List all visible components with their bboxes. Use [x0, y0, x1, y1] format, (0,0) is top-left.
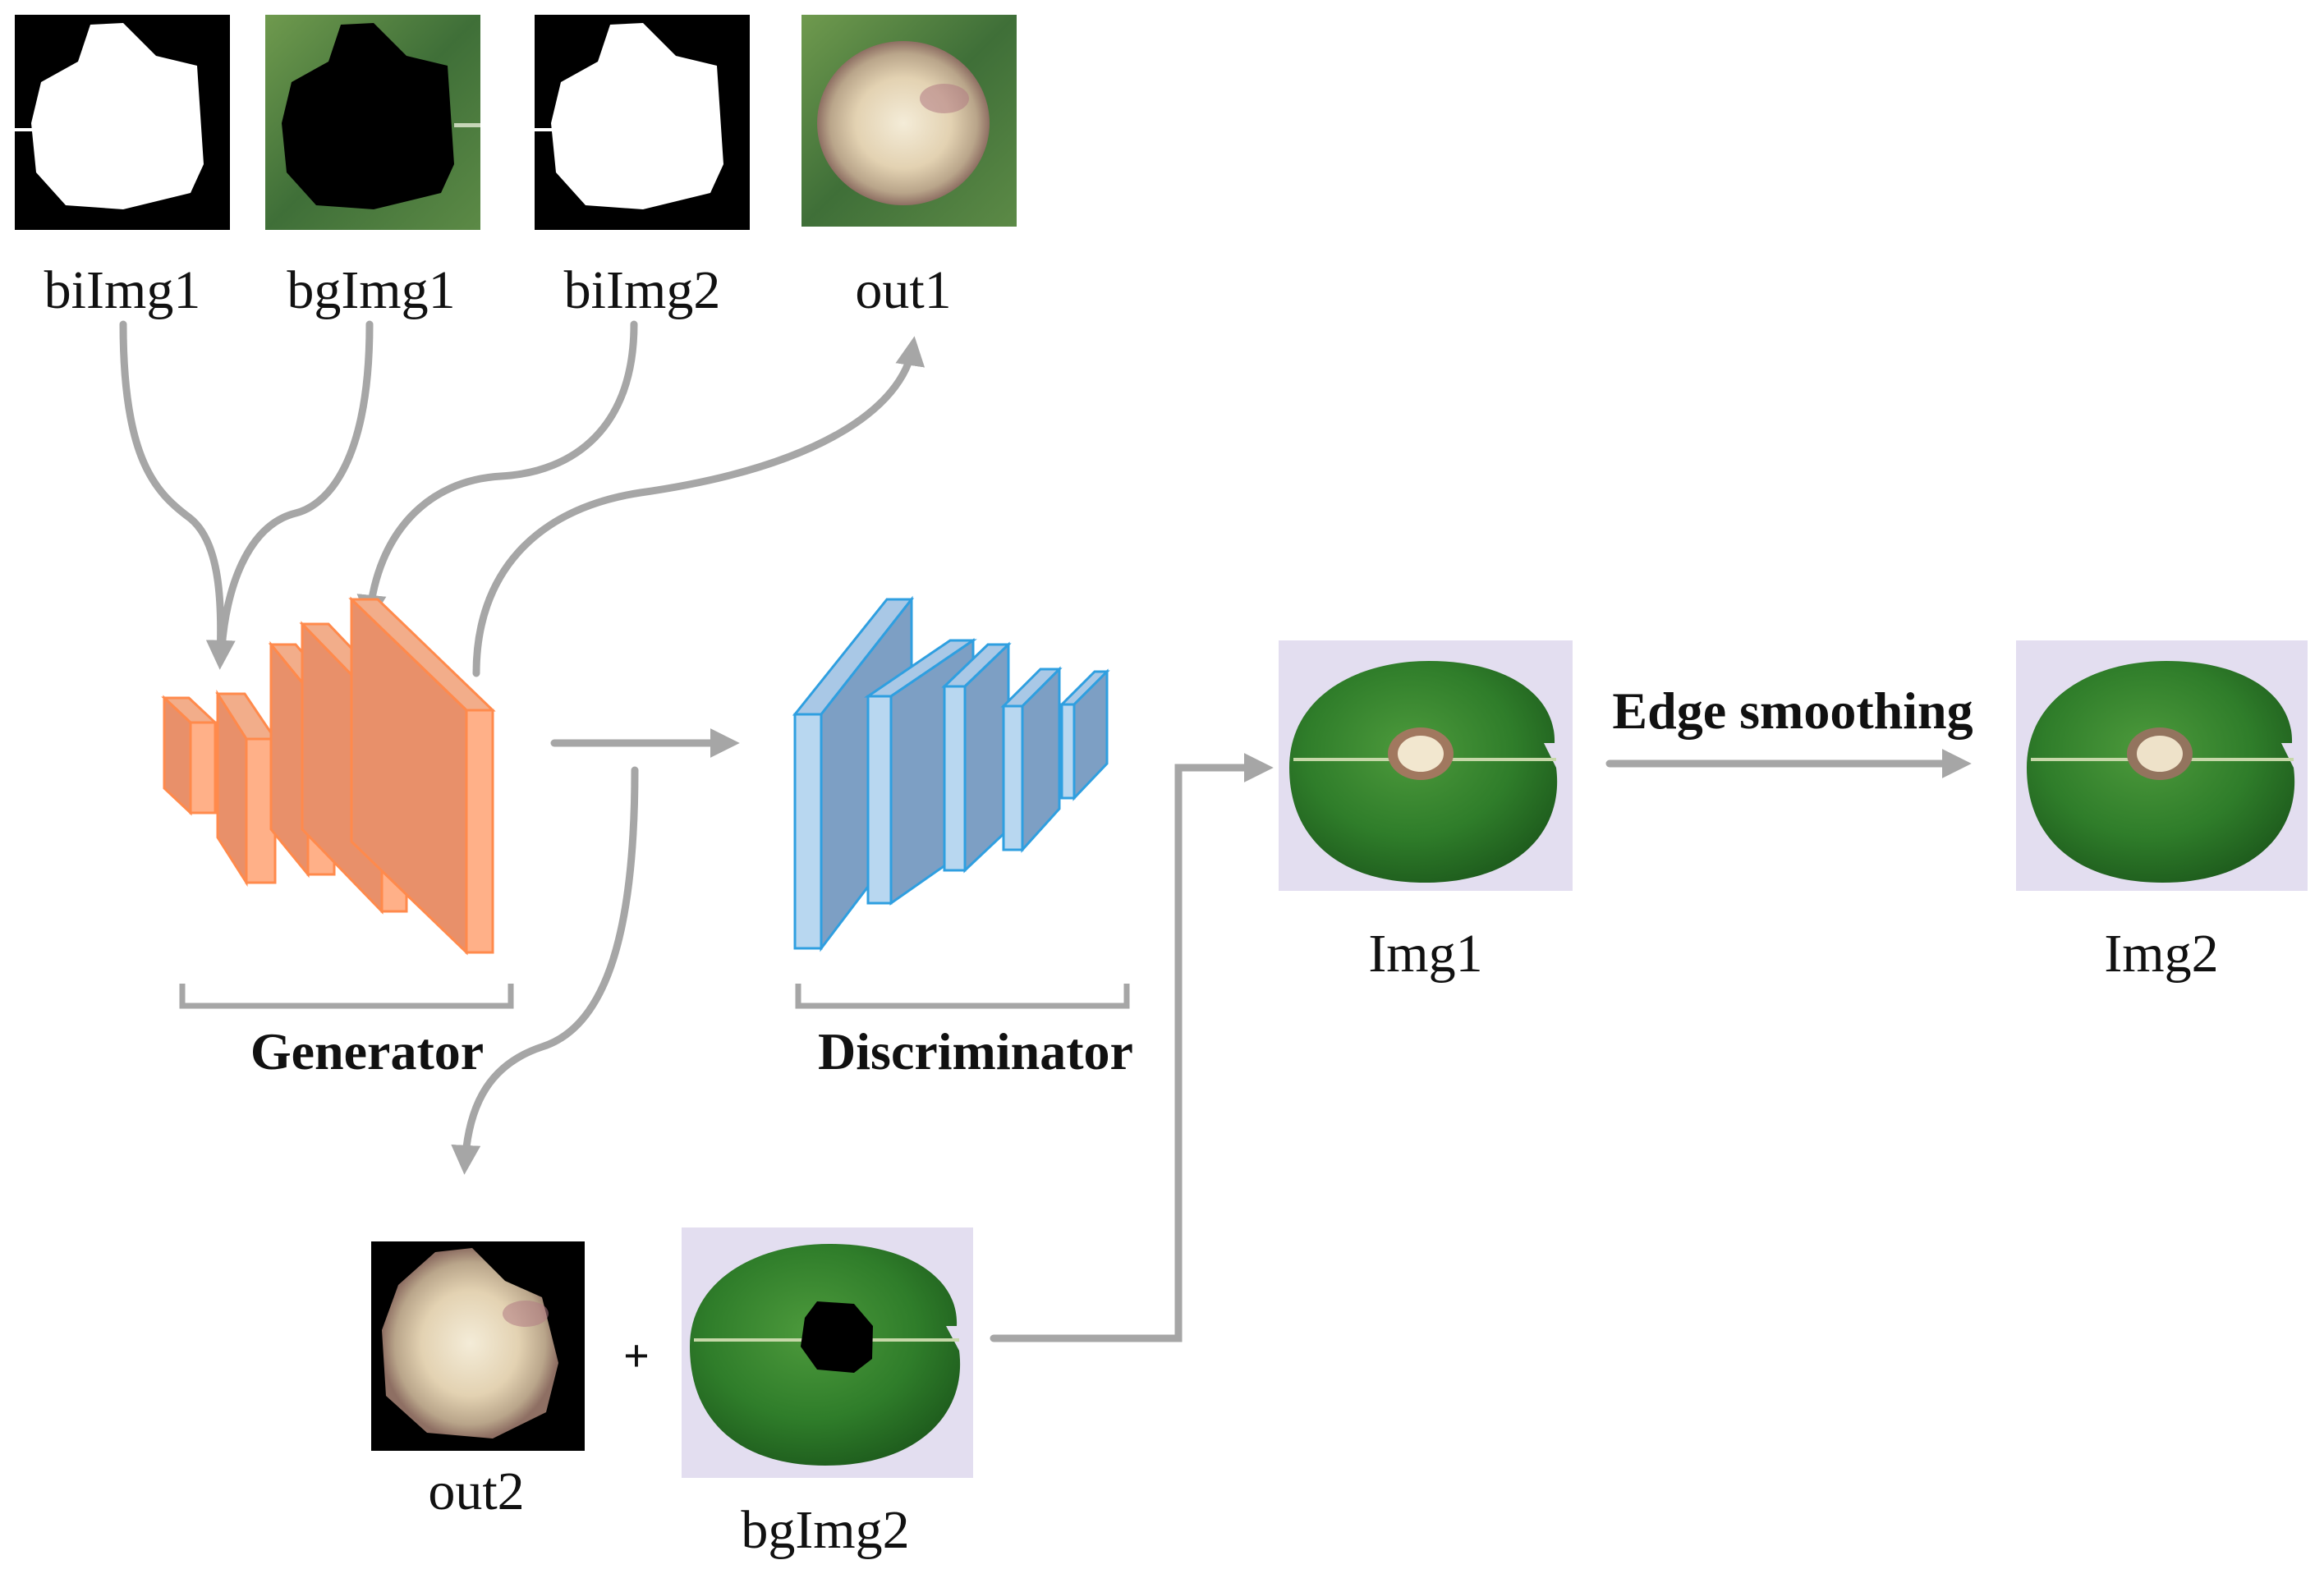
biImg1-label: biImg1 — [44, 260, 201, 320]
Img2-thumbnail — [2016, 640, 2308, 891]
arrow-biImg2-to-generator — [356, 320, 638, 625]
arrow-biImg1-to-generator — [119, 320, 236, 670]
out2-label: out2 — [428, 1461, 524, 1521]
plus-sign: + — [623, 1331, 650, 1382]
biImg1-thumbnail — [15, 15, 230, 230]
bgImg1-thumbnail — [265, 15, 480, 230]
bgImg1-label: bgImg1 — [287, 260, 455, 320]
biImg2-thumbnail — [535, 15, 750, 230]
out2-thumbnail — [371, 1241, 585, 1451]
discriminator-network — [792, 595, 1110, 952]
bgImg2-label: bgImg2 — [741, 1500, 909, 1560]
arrow-generator-to-out2 — [451, 766, 639, 1175]
arrow-generator-to-out1 — [472, 336, 925, 677]
generator-bracket — [179, 984, 514, 1009]
arrow-bgImg1-to-generator — [218, 320, 374, 653]
arrow-composite-to-Img1 — [990, 753, 1274, 1342]
out1-label: out1 — [855, 260, 951, 320]
Img2-label: Img2 — [2104, 924, 2218, 984]
bgImg2-thumbnail — [682, 1227, 973, 1478]
discriminator-bracket — [795, 984, 1130, 1009]
edge-smoothing-label: Edge smoothing — [1612, 681, 1973, 740]
discriminator-label: Discriminator — [818, 1022, 1133, 1081]
Img1-label: Img1 — [1368, 924, 1482, 984]
Img1-thumbnail — [1279, 640, 1573, 891]
out1-thumbnail — [801, 15, 1017, 227]
biImg2-label: biImg2 — [564, 260, 721, 320]
generator-network — [161, 596, 496, 956]
generator-label: Generator — [250, 1022, 484, 1081]
